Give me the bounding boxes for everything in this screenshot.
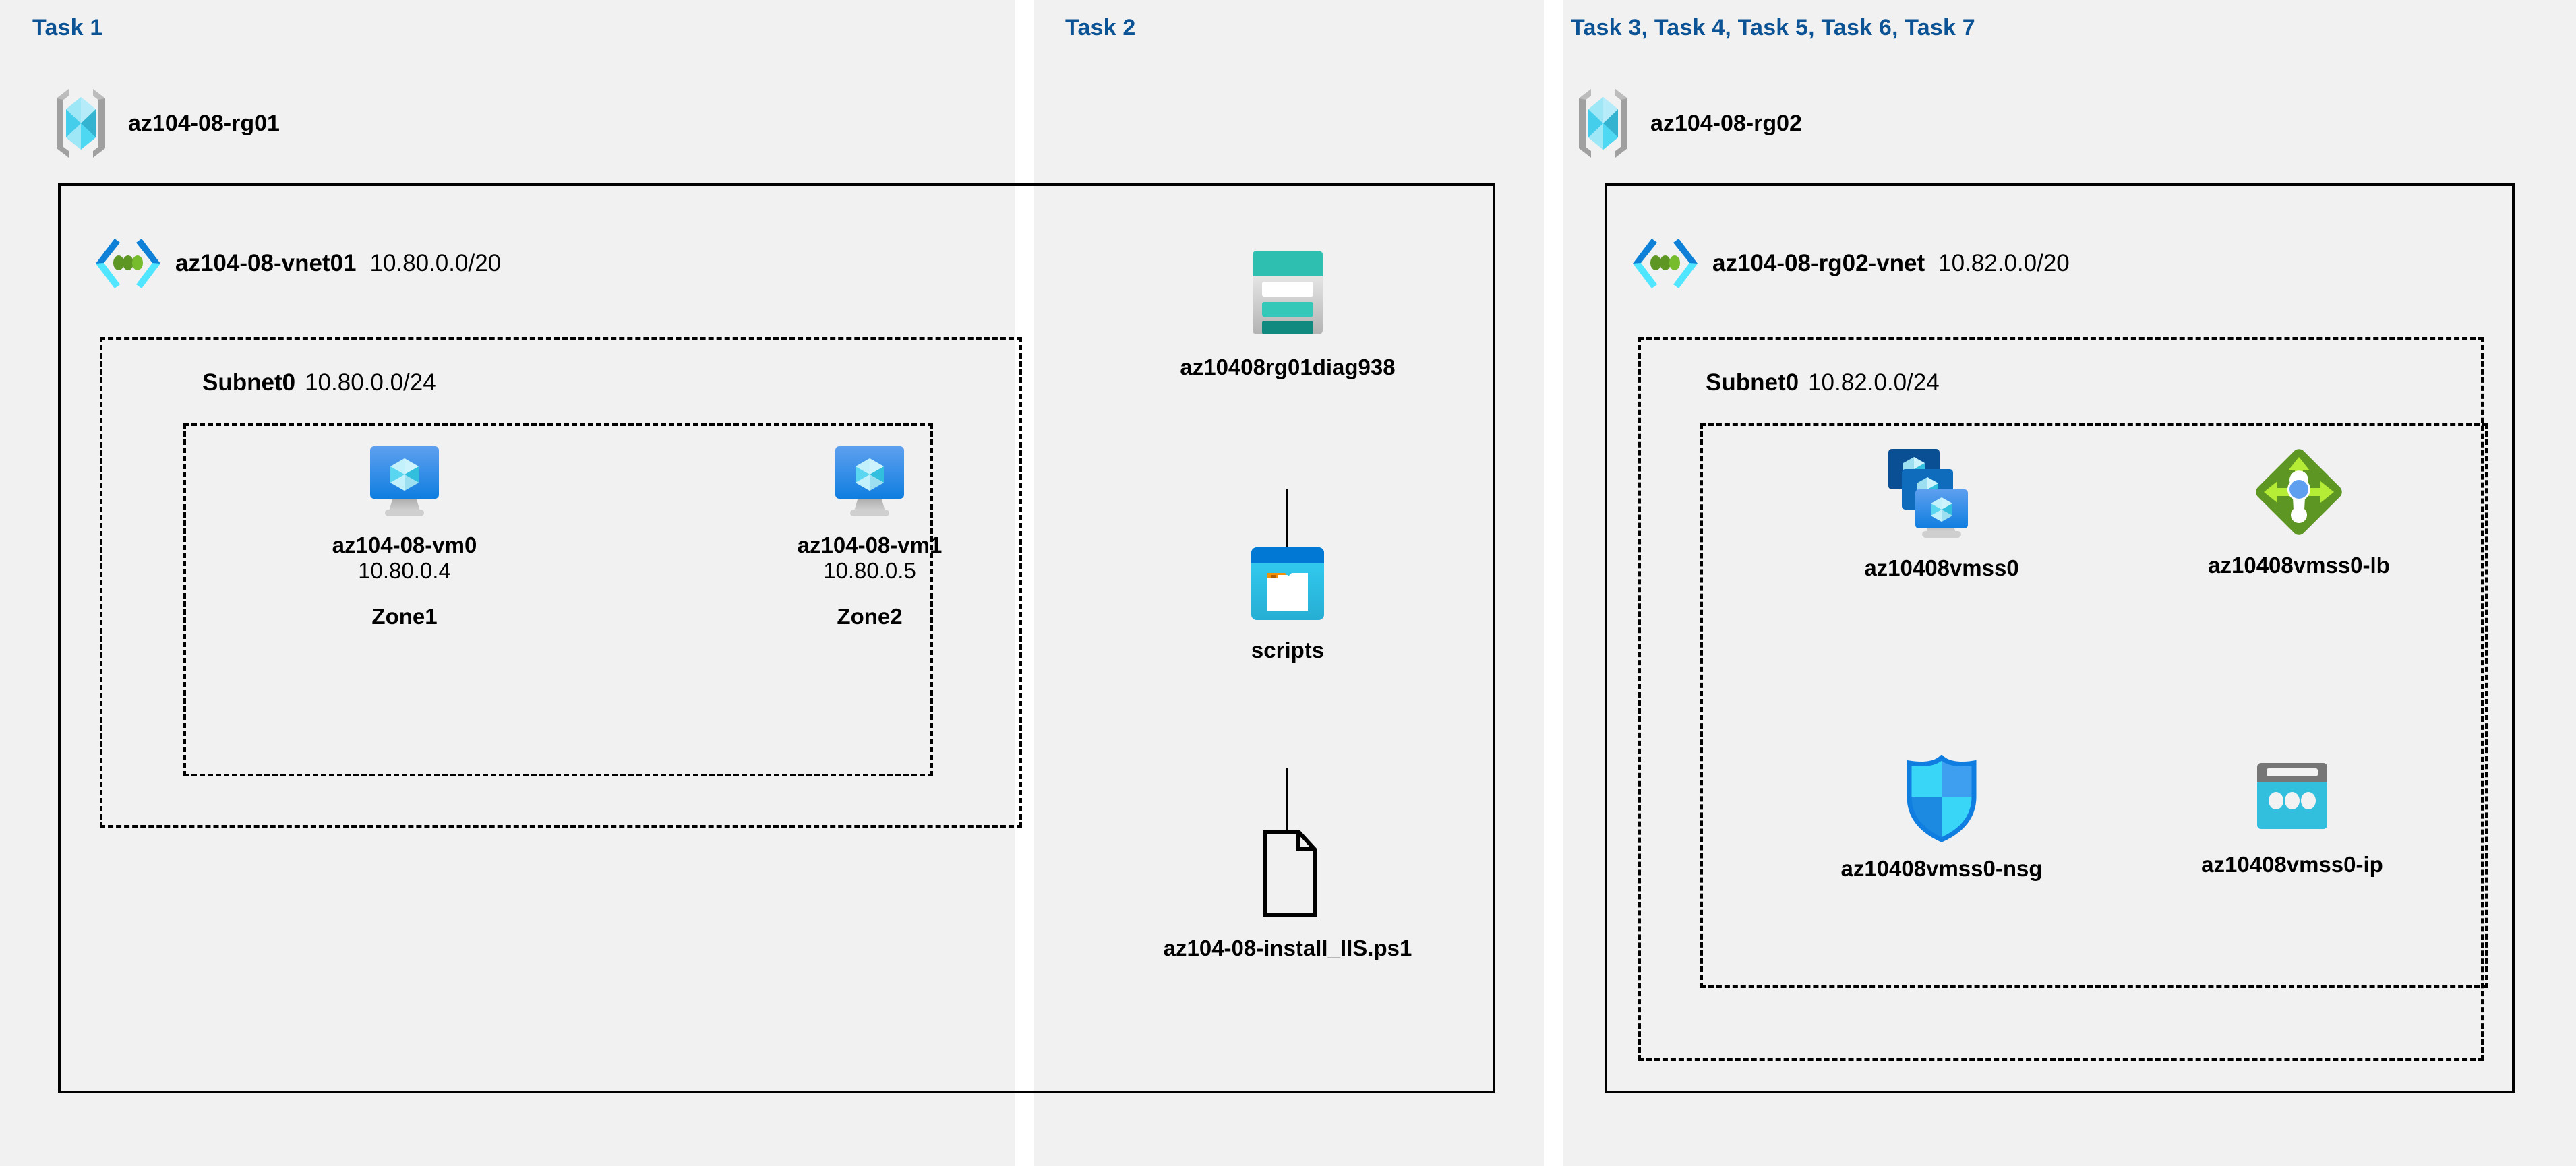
- vm-zone: Zone2: [837, 604, 903, 629]
- storage-account-node[interactable]: az10408rg01diag938: [1119, 249, 1456, 380]
- task2-heading: Task 2: [1065, 15, 1136, 40]
- subnet-name: Subnet0: [1706, 369, 1799, 396]
- subnet-cidr: 10.82.0.0/24: [1808, 369, 1940, 396]
- load-balancer-name: az10408vmss0-lb: [2208, 553, 2390, 578]
- vm-scale-set-icon: [1884, 445, 1999, 546]
- task1-panel: [0, 0, 1015, 1166]
- vm-node-az104-08-vm1[interactable]: az104-08-vm1 10.80.0.5 Zone2: [755, 445, 984, 630]
- load-balancer-node[interactable]: az10408vmss0-lb: [2151, 445, 2447, 578]
- network-security-group-node[interactable]: az10408vmss0-nsg: [1780, 754, 2103, 882]
- vm-zone: Zone1: [371, 604, 438, 629]
- network-security-group-name: az10408vmss0-nsg: [1840, 856, 2043, 881]
- subnet0-right-label: Subnet0 10.82.0.0/24: [1706, 369, 1940, 396]
- vnet02-boundary: [1605, 183, 2515, 1093]
- vnet-name: az104-08-rg02-vnet: [1712, 250, 1925, 276]
- resource-group-name: az104-08-rg01: [128, 110, 280, 136]
- storage-account-name: az10408rg01diag938: [1180, 355, 1396, 379]
- vnet-cidr: 10.80.0.0/20: [369, 250, 502, 276]
- script-file-node[interactable]: az104-08-install_IIS.ps1: [1085, 829, 1490, 961]
- blob-container-node[interactable]: scripts: [1207, 546, 1369, 663]
- vm-scale-set-node[interactable]: az10408vmss0: [1793, 445, 2090, 581]
- task3-panel: [1563, 0, 2576, 1166]
- container-to-file-connector: [1286, 768, 1288, 830]
- subnet0-right-boundary: [1638, 337, 2484, 1061]
- vnet02-header: az104-08-rg02-vnet 10.82.0.0/20: [1631, 237, 2070, 290]
- subnet-cidr: 10.80.0.0/24: [305, 369, 436, 396]
- vm-name: az104-08-vm1: [797, 532, 942, 557]
- availability-zones-boundary: [183, 423, 933, 776]
- vm-ip-address: 10.80.0.5: [823, 558, 916, 583]
- vm-node-az104-08-vm0[interactable]: az104-08-vm0 10.80.0.4 Zone1: [290, 445, 519, 630]
- resource-group-rg02: az104-08-rg02: [1571, 86, 1802, 160]
- load-balancer-icon: [2252, 445, 2346, 539]
- script-file-name: az104-08-install_IIS.ps1: [1163, 935, 1412, 960]
- vm-scale-set-name: az10408vmss0: [1864, 555, 2019, 580]
- vm-ip-address: 10.80.0.4: [358, 558, 451, 583]
- blob-container-icon: [1250, 546, 1325, 621]
- public-ip-address-icon: [2253, 762, 2331, 832]
- virtual-machine-icon: [365, 445, 444, 520]
- vnet-name: az104-08-vnet01: [175, 250, 357, 276]
- blob-container-name: scripts: [1251, 638, 1325, 663]
- storage-to-container-connector: [1286, 489, 1288, 554]
- resource-group-rg01: az104-08-rg01: [49, 86, 280, 160]
- virtual-network-icon: [1631, 237, 1699, 290]
- virtual-network-icon: [94, 237, 162, 290]
- resource-group-icon: [49, 86, 113, 160]
- storage-account-icon: [1250, 249, 1325, 337]
- file-icon: [1250, 829, 1325, 918]
- public-ip-address-name: az10408vmss0-ip: [2201, 852, 2383, 877]
- resource-group-name: az104-08-rg02: [1650, 110, 1802, 136]
- public-ip-address-node[interactable]: az10408vmss0-ip: [2144, 762, 2440, 878]
- subnet-name: Subnet0: [202, 369, 296, 396]
- subnet0-left-boundary: [100, 337, 1022, 828]
- task1-heading: Task 1: [32, 15, 103, 40]
- vmss-resources-boundary: [1700, 423, 2488, 988]
- subnet0-left-label: Subnet0 10.80.0.0/24: [202, 369, 436, 396]
- virtual-machine-icon: [830, 445, 909, 520]
- vnet-cidr: 10.82.0.0/20: [1938, 250, 2070, 276]
- vnet01-boundary: [58, 183, 1495, 1093]
- resource-group-icon: [1571, 86, 1636, 160]
- vm-name: az104-08-vm0: [332, 532, 477, 557]
- network-security-group-icon: [1904, 754, 1979, 842]
- task3-heading: Task 3, Task 4, Task 5, Task 6, Task 7: [1571, 15, 1975, 40]
- vnet01-header: az104-08-vnet01 10.80.0.0/20: [94, 237, 501, 290]
